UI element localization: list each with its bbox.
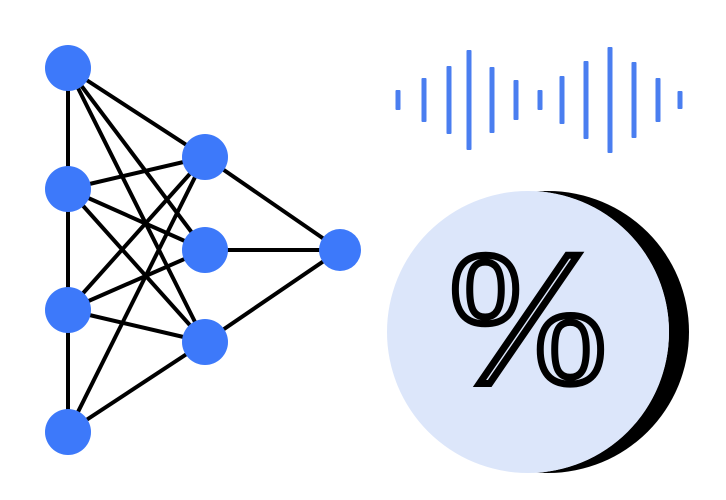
percent-symbol: % [449, 214, 607, 424]
hidden-node-1-circle [182, 134, 228, 180]
waveform-bar [395, 90, 401, 110]
network-edges [66, 66, 342, 434]
network-edge [66, 340, 207, 434]
waveform-bar [446, 66, 452, 134]
output-node-1-circle [319, 229, 361, 271]
waveform-bar [489, 67, 495, 133]
hidden-node-2-circle [182, 227, 228, 273]
network-edge [66, 156, 207, 433]
network-edge [66, 66, 207, 159]
input-node-4-circle [45, 409, 91, 455]
waveform-bars [395, 47, 683, 153]
waveform-bar [559, 76, 565, 124]
waveform-bar [583, 61, 589, 139]
hidden-node-3-circle [182, 319, 228, 365]
waveform-bar [513, 80, 519, 120]
network-edge [67, 308, 206, 344]
percent-badge-group: % [387, 191, 689, 473]
input-node-2-circle [45, 166, 91, 212]
waveform-bar [655, 78, 661, 122]
network-nodes [45, 45, 361, 455]
waveform-bar [677, 91, 683, 109]
percent-badge-circle [387, 191, 669, 473]
waveform-bar [421, 78, 427, 122]
waveform-bar [631, 62, 637, 138]
network-edge [66, 155, 207, 312]
waveform-bar [607, 47, 613, 153]
input-node-3-circle [45, 287, 91, 333]
network-edge [67, 155, 206, 191]
waveform-bar [466, 50, 472, 150]
network-edge [203, 248, 342, 344]
input-node-1-circle [45, 45, 91, 91]
network-edge [67, 187, 206, 252]
network-edge [66, 67, 207, 343]
network-edge [203, 155, 342, 252]
waveform-bar [537, 90, 543, 110]
network-edge [66, 66, 207, 252]
network-edge [66, 187, 207, 344]
network-edge [67, 248, 206, 312]
